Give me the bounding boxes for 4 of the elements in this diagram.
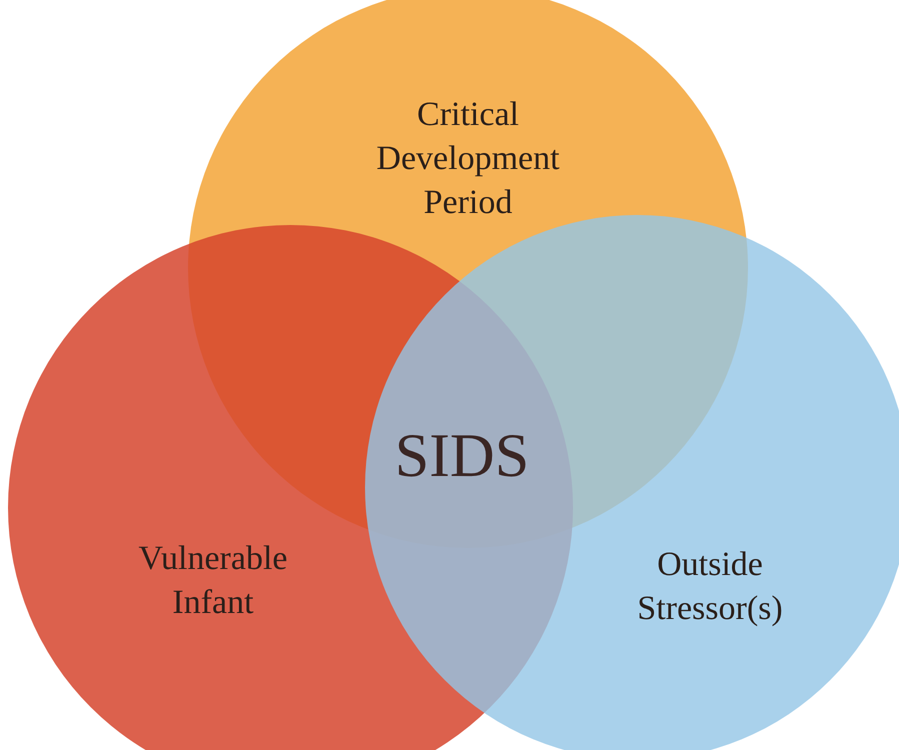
center-label: SIDS — [394, 421, 530, 492]
circle-label: Outside Stressor(s) — [636, 545, 784, 629]
circle-label: Vulnerable Infant — [138, 539, 288, 623]
circle-label: Critical Development Period — [375, 95, 561, 223]
